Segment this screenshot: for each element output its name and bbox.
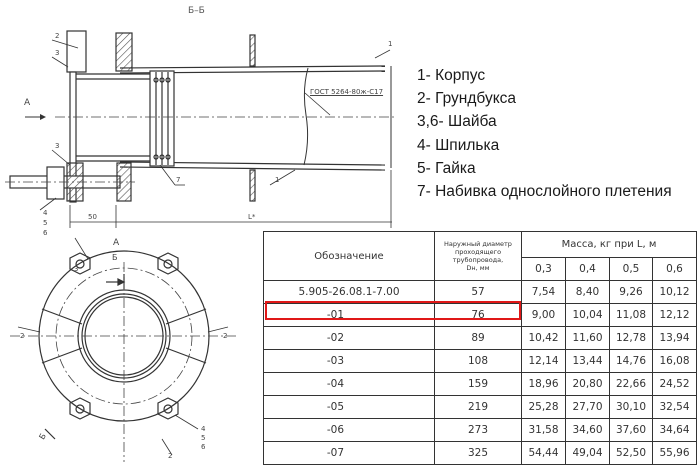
callout-1-bottom: 1 bbox=[275, 176, 280, 184]
cell-mass: 13,94 bbox=[652, 326, 697, 350]
callout-1-top: 1 bbox=[388, 40, 393, 48]
cell-mass: 52,50 bbox=[609, 441, 653, 465]
cell-designation: -05 bbox=[263, 395, 435, 419]
view-callout-3: 3 bbox=[74, 265, 79, 273]
callout-4: 4 bbox=[43, 209, 48, 217]
table-row: -07 325 54,44 49,04 52,50 55,96 bbox=[263, 441, 697, 465]
cell-mass: 25,28 bbox=[521, 395, 566, 419]
header-diameter-line: Наружный диаметр bbox=[444, 240, 512, 248]
section-label: Б–Б bbox=[188, 6, 205, 16]
dimension-50: 50 bbox=[88, 213, 97, 221]
cell-mass: 12,12 bbox=[652, 303, 697, 327]
legend-item: 3,6- Шайба bbox=[417, 113, 497, 131]
cell-mass: 11,08 bbox=[609, 303, 653, 327]
cell-mass: 12,78 bbox=[609, 326, 653, 350]
table-row: -03 108 12,14 13,44 14,76 16,08 bbox=[263, 349, 697, 373]
table-row-highlighted: -01 76 9,00 10,04 11,08 12,12 bbox=[263, 303, 697, 327]
cell-mass: 24,52 bbox=[652, 372, 697, 396]
cell-mass: 18,96 bbox=[521, 372, 566, 396]
gost-weld-note: ГОСТ 5264-80ж-С17 bbox=[310, 88, 384, 96]
callout-2: 2 bbox=[55, 32, 60, 40]
table-row: -05 219 25,28 27,70 30,10 32,54 bbox=[263, 395, 697, 419]
callout-3-top: 3 bbox=[55, 49, 60, 57]
cell-designation: 5.905-26.08.1-7.00 bbox=[263, 280, 435, 304]
cell-mass: 31,58 bbox=[521, 418, 566, 442]
cell-mass: 14,76 bbox=[609, 349, 653, 373]
header-diameter: Наружный диаметр проходящего трубопровод… bbox=[434, 231, 522, 281]
cell-designation: -02 bbox=[263, 326, 435, 350]
cell-mass: 22,66 bbox=[609, 372, 653, 396]
view-arrow-label: А bbox=[24, 98, 31, 108]
cell-mass: 8,40 bbox=[565, 280, 610, 304]
cell-designation: -03 bbox=[263, 349, 435, 373]
cell-mass: 7,54 bbox=[521, 280, 566, 304]
legend-item: 1- Корпус bbox=[417, 67, 486, 84]
view-callout-6: 6 bbox=[201, 443, 206, 451]
view-callout-4: 4 bbox=[201, 425, 206, 433]
cell-mass: 20,80 bbox=[565, 372, 610, 396]
flange-view-drawing bbox=[10, 237, 238, 462]
cell-designation: -07 bbox=[263, 441, 435, 465]
cell-mass: 9,26 bbox=[609, 280, 653, 304]
section-view-drawing bbox=[5, 30, 395, 228]
table-row: -04 159 18,96 20,80 22,66 24,52 bbox=[263, 372, 697, 396]
cell-diameter: 159 bbox=[434, 372, 522, 396]
cell-mass: 34,64 bbox=[652, 418, 697, 442]
cell-diameter: 89 bbox=[434, 326, 522, 350]
header-length: 0,5 bbox=[609, 257, 653, 281]
header-diameter-line: трубопровода, bbox=[452, 256, 504, 264]
legend-item: 5- Гайка bbox=[417, 159, 476, 177]
row-highlight-box bbox=[265, 301, 521, 320]
cell-mass: 37,60 bbox=[609, 418, 653, 442]
cell-mass: 10,12 bbox=[652, 280, 697, 304]
cut-label-top: Б bbox=[112, 253, 118, 262]
cell-diameter: 108 bbox=[434, 349, 522, 373]
callout-3-bottom: 3 bbox=[55, 142, 60, 150]
header-length: 0,4 bbox=[565, 257, 610, 281]
cell-mass: 32,54 bbox=[652, 395, 697, 419]
header-mass: Масса, кг при L, м bbox=[521, 231, 697, 258]
cell-diameter: 219 bbox=[434, 395, 522, 419]
parts-legend: 1- Корпус 2- Грундбукса 3,6- Шайба 4- Шп… bbox=[417, 64, 672, 203]
cell-mass: 34,60 bbox=[565, 418, 610, 442]
cell-mass: 12,14 bbox=[521, 349, 566, 373]
header-designation: Обозначение bbox=[263, 231, 435, 281]
cell-designation: -04 bbox=[263, 372, 435, 396]
dimension-L: L* bbox=[248, 213, 256, 221]
callout-7: 7 bbox=[176, 176, 181, 184]
view-callout-2-right: 2 bbox=[223, 332, 228, 340]
cell-mass: 54,44 bbox=[521, 441, 566, 465]
view-callout-5: 5 bbox=[201, 434, 206, 442]
callout-5: 5 bbox=[43, 219, 48, 227]
legend-item: 7- Набивка однослойного плетения bbox=[417, 183, 672, 201]
cell-mass: 11,60 bbox=[565, 326, 610, 350]
header-length: 0,6 bbox=[652, 257, 697, 281]
header-length: 0,3 bbox=[521, 257, 566, 281]
specification-table: Обозначение Наружный диаметр проходящего… bbox=[263, 231, 697, 465]
cell-diameter: 325 bbox=[434, 441, 522, 465]
cell-mass: 30,10 bbox=[609, 395, 653, 419]
cell-mass: 49,04 bbox=[565, 441, 610, 465]
legend-item: 4- Шпилька bbox=[417, 136, 500, 154]
cell-mass: 16,08 bbox=[652, 349, 697, 373]
view-callout-2-left: 2 bbox=[20, 332, 25, 340]
cell-mass: 9,00 bbox=[521, 303, 566, 327]
cell-mass: 10,04 bbox=[565, 303, 610, 327]
cell-diameter: 76 bbox=[434, 303, 522, 327]
legend-item: 2- Грундбукса bbox=[417, 90, 517, 108]
view-callout-2-bottom: 2 bbox=[168, 452, 173, 460]
cell-mass: 13,44 bbox=[565, 349, 610, 373]
table-row: -06 273 31,58 34,60 37,60 34,64 bbox=[263, 418, 697, 442]
cell-mass: 27,70 bbox=[565, 395, 610, 419]
callout-6: 6 bbox=[43, 229, 48, 237]
header-diameter-line: Dн, мм bbox=[466, 264, 490, 272]
view-a-label: А bbox=[113, 238, 120, 248]
header-diameter-line: проходящего bbox=[454, 248, 502, 256]
cell-diameter: 273 bbox=[434, 418, 522, 442]
cell-designation: -06 bbox=[263, 418, 435, 442]
cell-mass: 10,42 bbox=[521, 326, 566, 350]
cell-mass: 55,96 bbox=[652, 441, 697, 465]
table-row: -02 89 10,42 11,60 12,78 13,94 bbox=[263, 326, 697, 350]
